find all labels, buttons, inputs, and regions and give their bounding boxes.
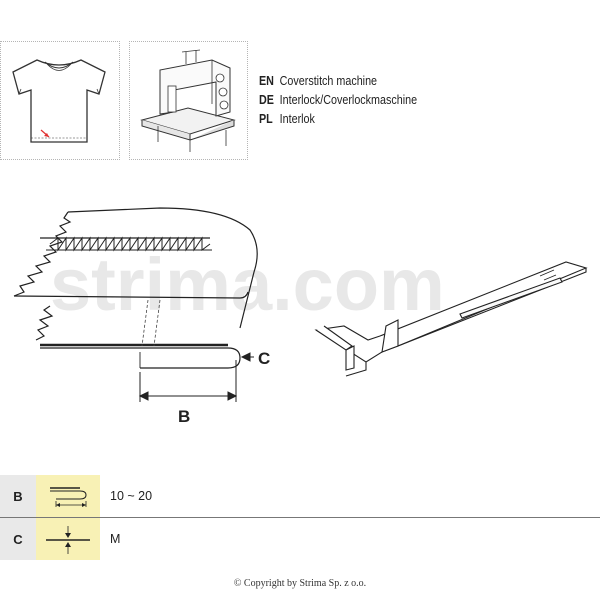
copyright-text: © Copyright by Strima Sp. z o.o.	[233, 578, 367, 589]
table-divider	[0, 517, 600, 518]
row-value: M	[110, 532, 121, 546]
label-b: B	[178, 407, 190, 426]
hemmer-attachment-drawing	[314, 261, 588, 377]
table-row-b: B 10 ~ 20	[0, 475, 600, 517]
table-row-c: C M	[0, 518, 600, 560]
label-c: C	[258, 349, 270, 368]
stitch-line	[49, 236, 211, 252]
row-value: 10 ~ 20	[110, 489, 153, 503]
garment-thumbnail	[0, 41, 120, 160]
fabric-fold-drawing	[13, 207, 258, 369]
machine-thumbnail	[129, 41, 248, 160]
dimension-b	[138, 360, 238, 402]
pointer-c	[240, 352, 254, 362]
hemmer-diagram: strima.com B C	[13, 207, 588, 426]
thickness-icon	[36, 518, 100, 560]
hem-width-icon	[36, 475, 100, 517]
row-key: B	[0, 475, 36, 517]
row-key: C	[0, 518, 36, 560]
tshirt-icon	[12, 59, 106, 143]
watermark: strima.com	[50, 243, 445, 326]
coverstitch-machine-icon	[140, 49, 236, 152]
